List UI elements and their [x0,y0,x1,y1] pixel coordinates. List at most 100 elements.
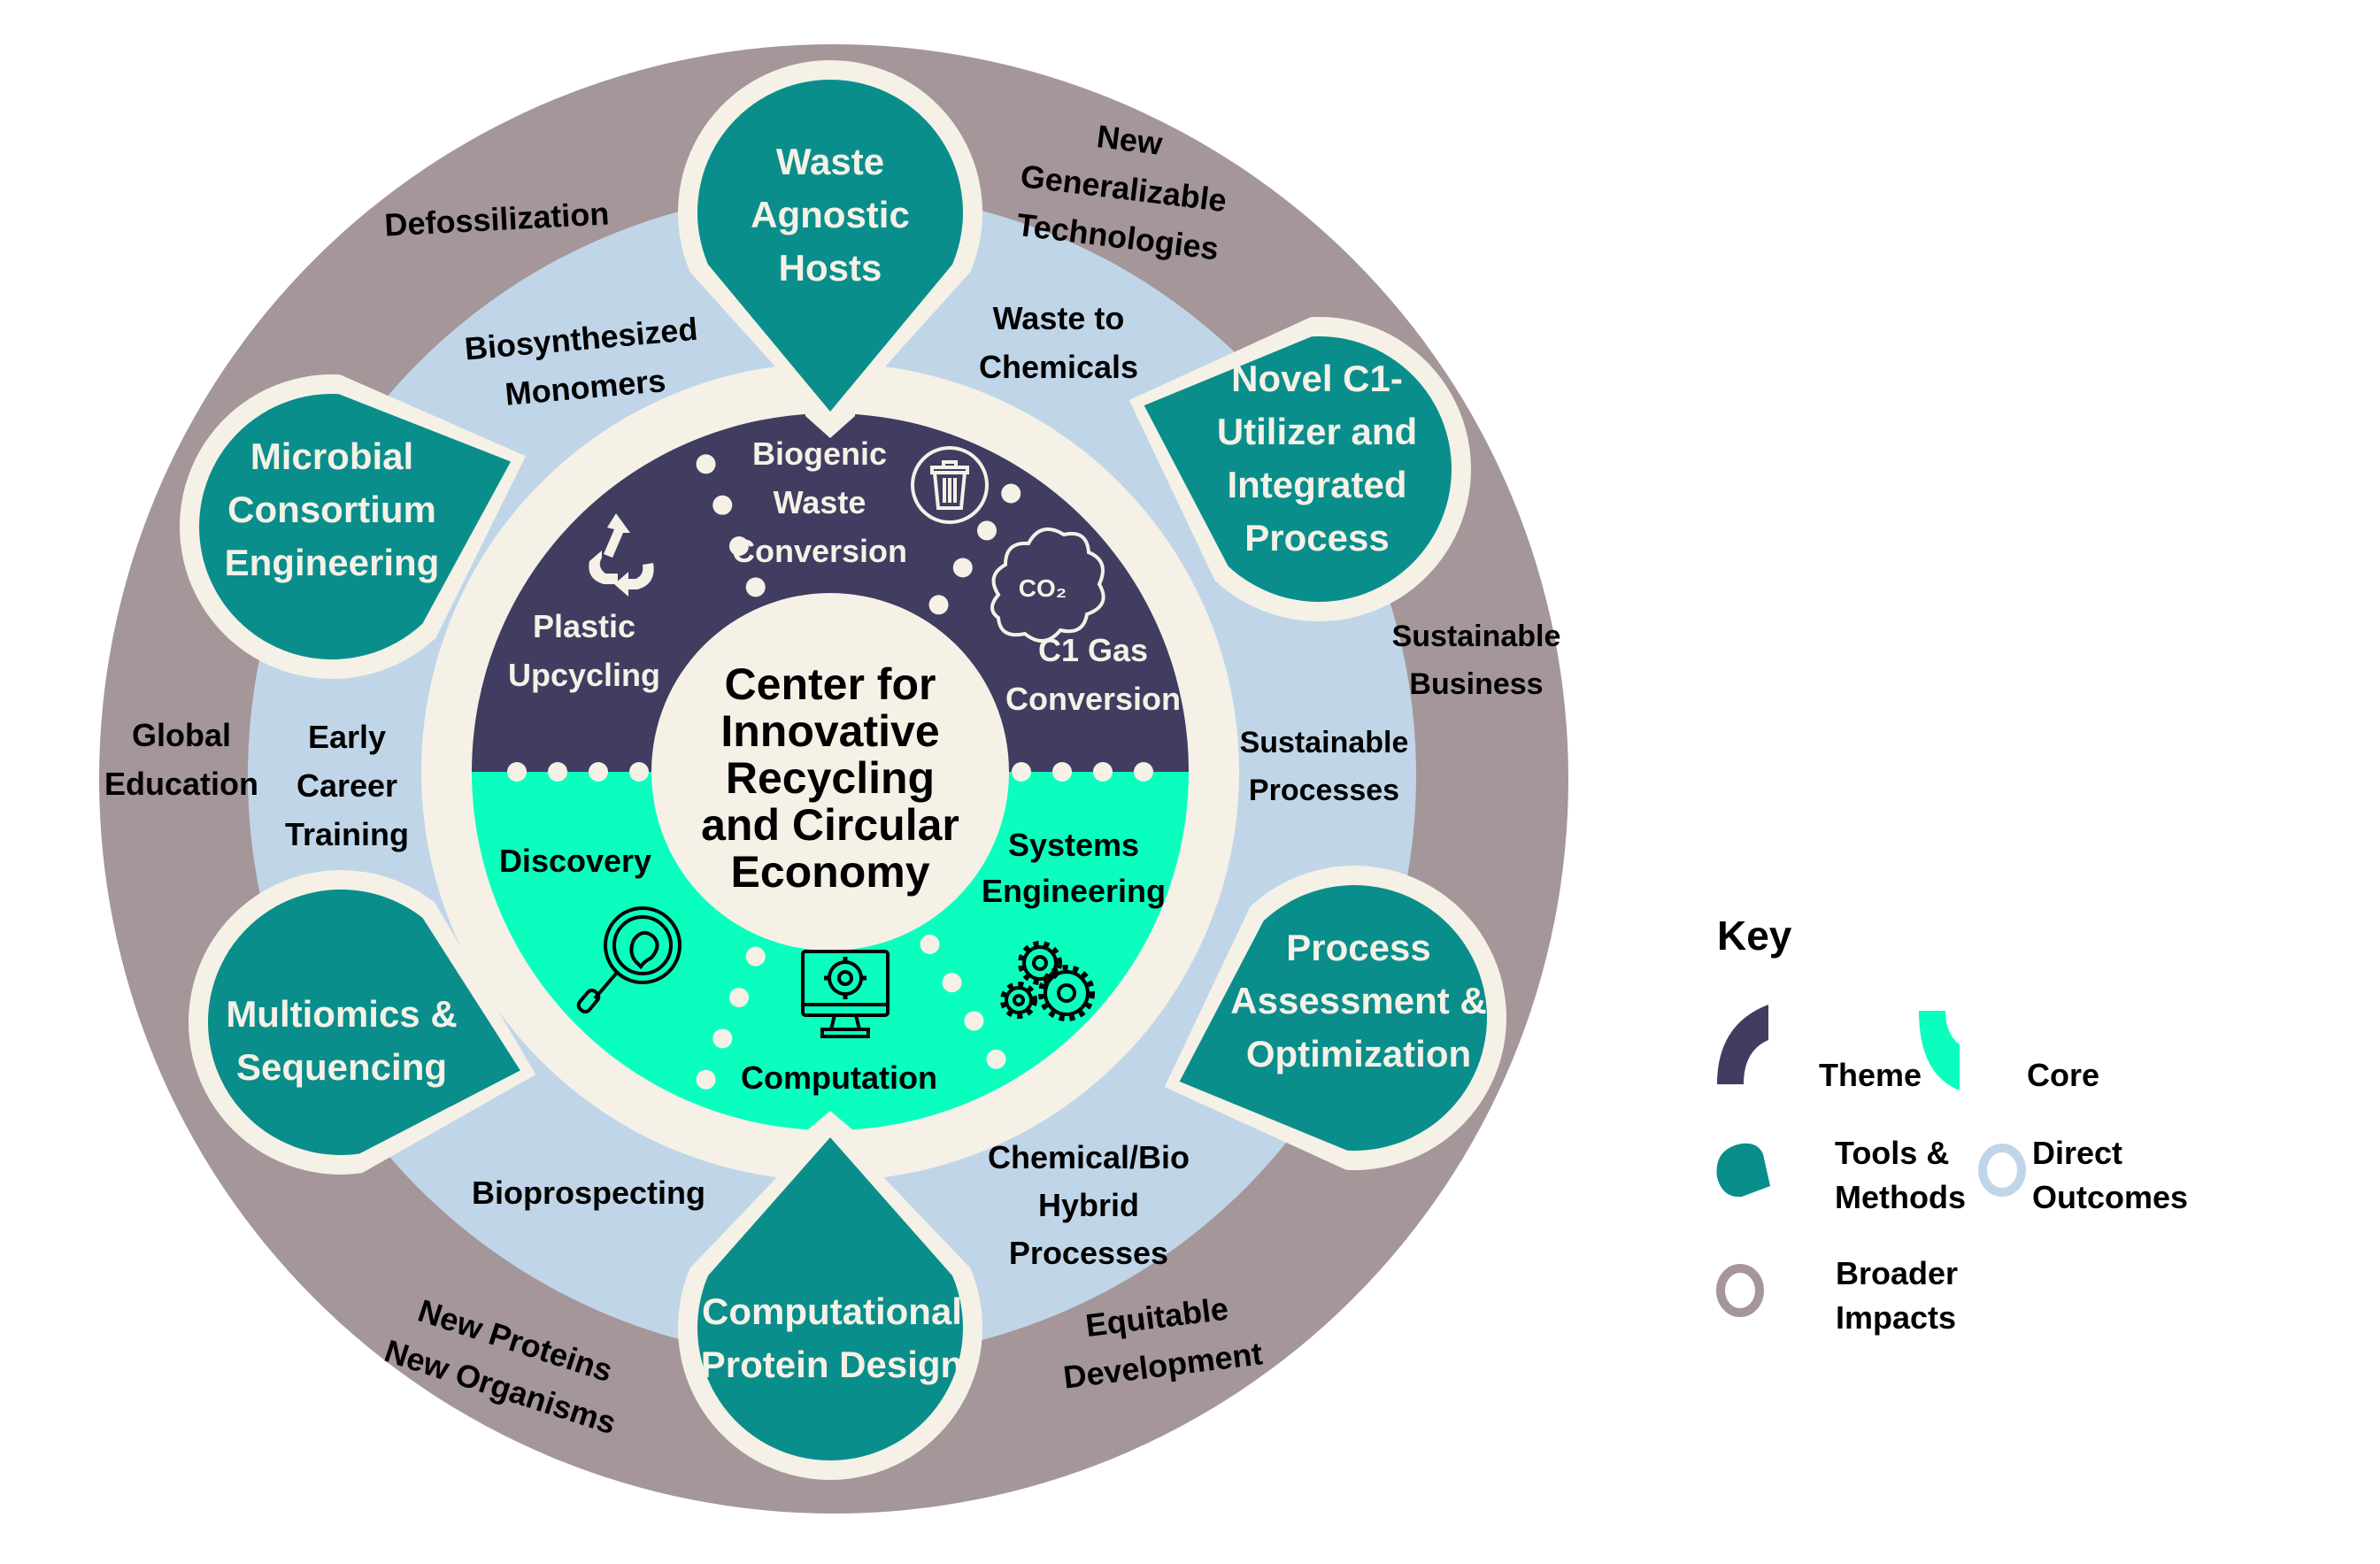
direct-outcome-early-career-training-line: Early [308,719,386,755]
direct-outcome-waste-to-chemicals-line: Chemicals [979,349,1138,385]
broader-impact-sustainable-business-line: Business [1409,667,1543,701]
legend-tools-label: Tools &Methods [1835,1135,1966,1215]
core-systems-engineering-line: Systems [1008,827,1139,863]
tools-methods-layer [179,60,1506,1480]
divider-dot [1012,762,1031,782]
divider-dot [629,762,649,782]
divider-dot [712,1029,733,1049]
tool-label-waste-agnostic-hosts-line: Agnostic [751,194,910,235]
direct-outcome-early-career-training-line: Training [285,816,409,852]
direct-outcome-waste-to-chemicals-line: Waste to [993,300,1125,336]
divider-dot [1134,762,1153,782]
center-title-line: Innovative [720,706,939,756]
center-title-line: Center for [725,659,936,709]
center-title-line: Recycling [726,753,935,803]
tool-drop-novel-c1-utilizer [1144,336,1452,602]
legend-core-label: Core [2027,1057,2100,1093]
center-circle [651,593,1009,951]
tool-label-microbial-consortium-line: Consortium [227,489,436,530]
theme-c1-gas-conversion-line: Conversion [1005,681,1181,717]
tool-label-multiomics-sequencing-line: Multiomics & [226,993,457,1035]
direct-outcome-chemical-bio-hybrid-line: Chemical/Bio [988,1139,1190,1175]
magnifier-bulb-icon [576,906,682,1014]
legend-core-swatch [1919,1011,1960,1090]
legend-direct-swatch [1978,1144,2026,1197]
divider-dot [964,1011,984,1031]
legend-tools-swatch [1716,1143,1770,1198]
center-title-line: Economy [730,847,929,897]
tool-label-waste-agnostic-hosts-line: Hosts [779,247,882,289]
broader-impact-global-education-line: Global [132,717,231,753]
divider-dot [928,595,949,615]
divider-dot [1052,762,1072,782]
direct-outcome-chemical-bio-hybrid-line: Hybrid [1038,1187,1139,1223]
core-discovery: Discovery [499,843,651,879]
recycle-icon [589,513,654,597]
divider-dot [745,946,766,967]
legend-broader-swatch [1716,1264,1764,1317]
broader-impact-new-generalizable-technologies-line: New [1095,118,1165,162]
tool-drop-microbial-consortium [198,394,512,659]
trash-can-icon [911,446,989,524]
tool-drop-waste-agnostic-hosts [697,80,963,412]
tool-label-process-assessment-line: Process [1286,927,1430,968]
divider-dot [696,1069,716,1090]
tool-label-novel-c1-utilizer-line: Process [1244,517,1389,559]
tool-label-microbial-consortium-line: Microbial [250,435,413,477]
divider-dot [696,454,716,474]
divider-dot [728,536,749,557]
tool-label-process-assessment-line: Assessment & [1230,980,1486,1021]
direct-outcome-chemical-bio-hybrid-line: Processes [1009,1235,1168,1271]
co2-cloud-icon: CO₂ [990,527,1105,643]
divider-dot [589,762,608,782]
theme-biogenic-waste-conversion-line: Biogenic [752,435,887,472]
divider-dot [745,577,766,597]
broader-impact-global-education-line: Education [104,766,258,802]
core-computation: Computation [741,1059,937,1096]
divider-dot [728,987,749,1007]
tool-label-novel-c1-utilizer-line: Utilizer and [1217,411,1417,452]
legend-theme-swatch [1717,1005,1768,1084]
tool-drop-computational-protein-design [697,1137,964,1460]
direct-outcome-bioprospecting: Bioprospecting [472,1175,705,1211]
direct-outcome-sustainable-processes-line: Processes [1249,774,1399,807]
core-systems-engineering-line: Engineering [982,873,1166,909]
tool-label-microbial-consortium-line: Engineering [225,542,440,583]
co2-label: CO₂ [1019,574,1067,602]
tool-label-waste-agnostic-hosts-line: Waste [776,141,884,182]
divider-dot [942,973,962,993]
tool-drop-process-assessment [1179,885,1488,1151]
direct-outcome-sustainable-processes-line: Sustainable [1240,726,1409,759]
direct-outcome-waste-to-chemicals: Waste to Chemicals [979,300,1138,385]
tool-label-novel-c1-utilizer-line: Novel C1- [1231,358,1403,399]
theme-plastic-upcycling-line: Plastic [533,608,635,644]
tool-label-computational-protein-design-line: Protein Design [701,1344,963,1385]
divider-dot [920,934,940,954]
tool-drop-multiomics-sequencing [208,890,520,1155]
tool-label-process-assessment-line: Optimization [1246,1033,1471,1075]
divider-dots [507,454,1153,1090]
divider-dot [548,762,567,782]
divider-dot [977,520,997,541]
direct-outcome-early-career-training-line: Career [297,767,397,804]
broader-impact-sustainable-business-line: Sustainable [1392,620,1561,653]
legend-title: Key [1717,913,1792,959]
theme-c1-gas-conversion-line: C1 Gas [1038,632,1148,668]
